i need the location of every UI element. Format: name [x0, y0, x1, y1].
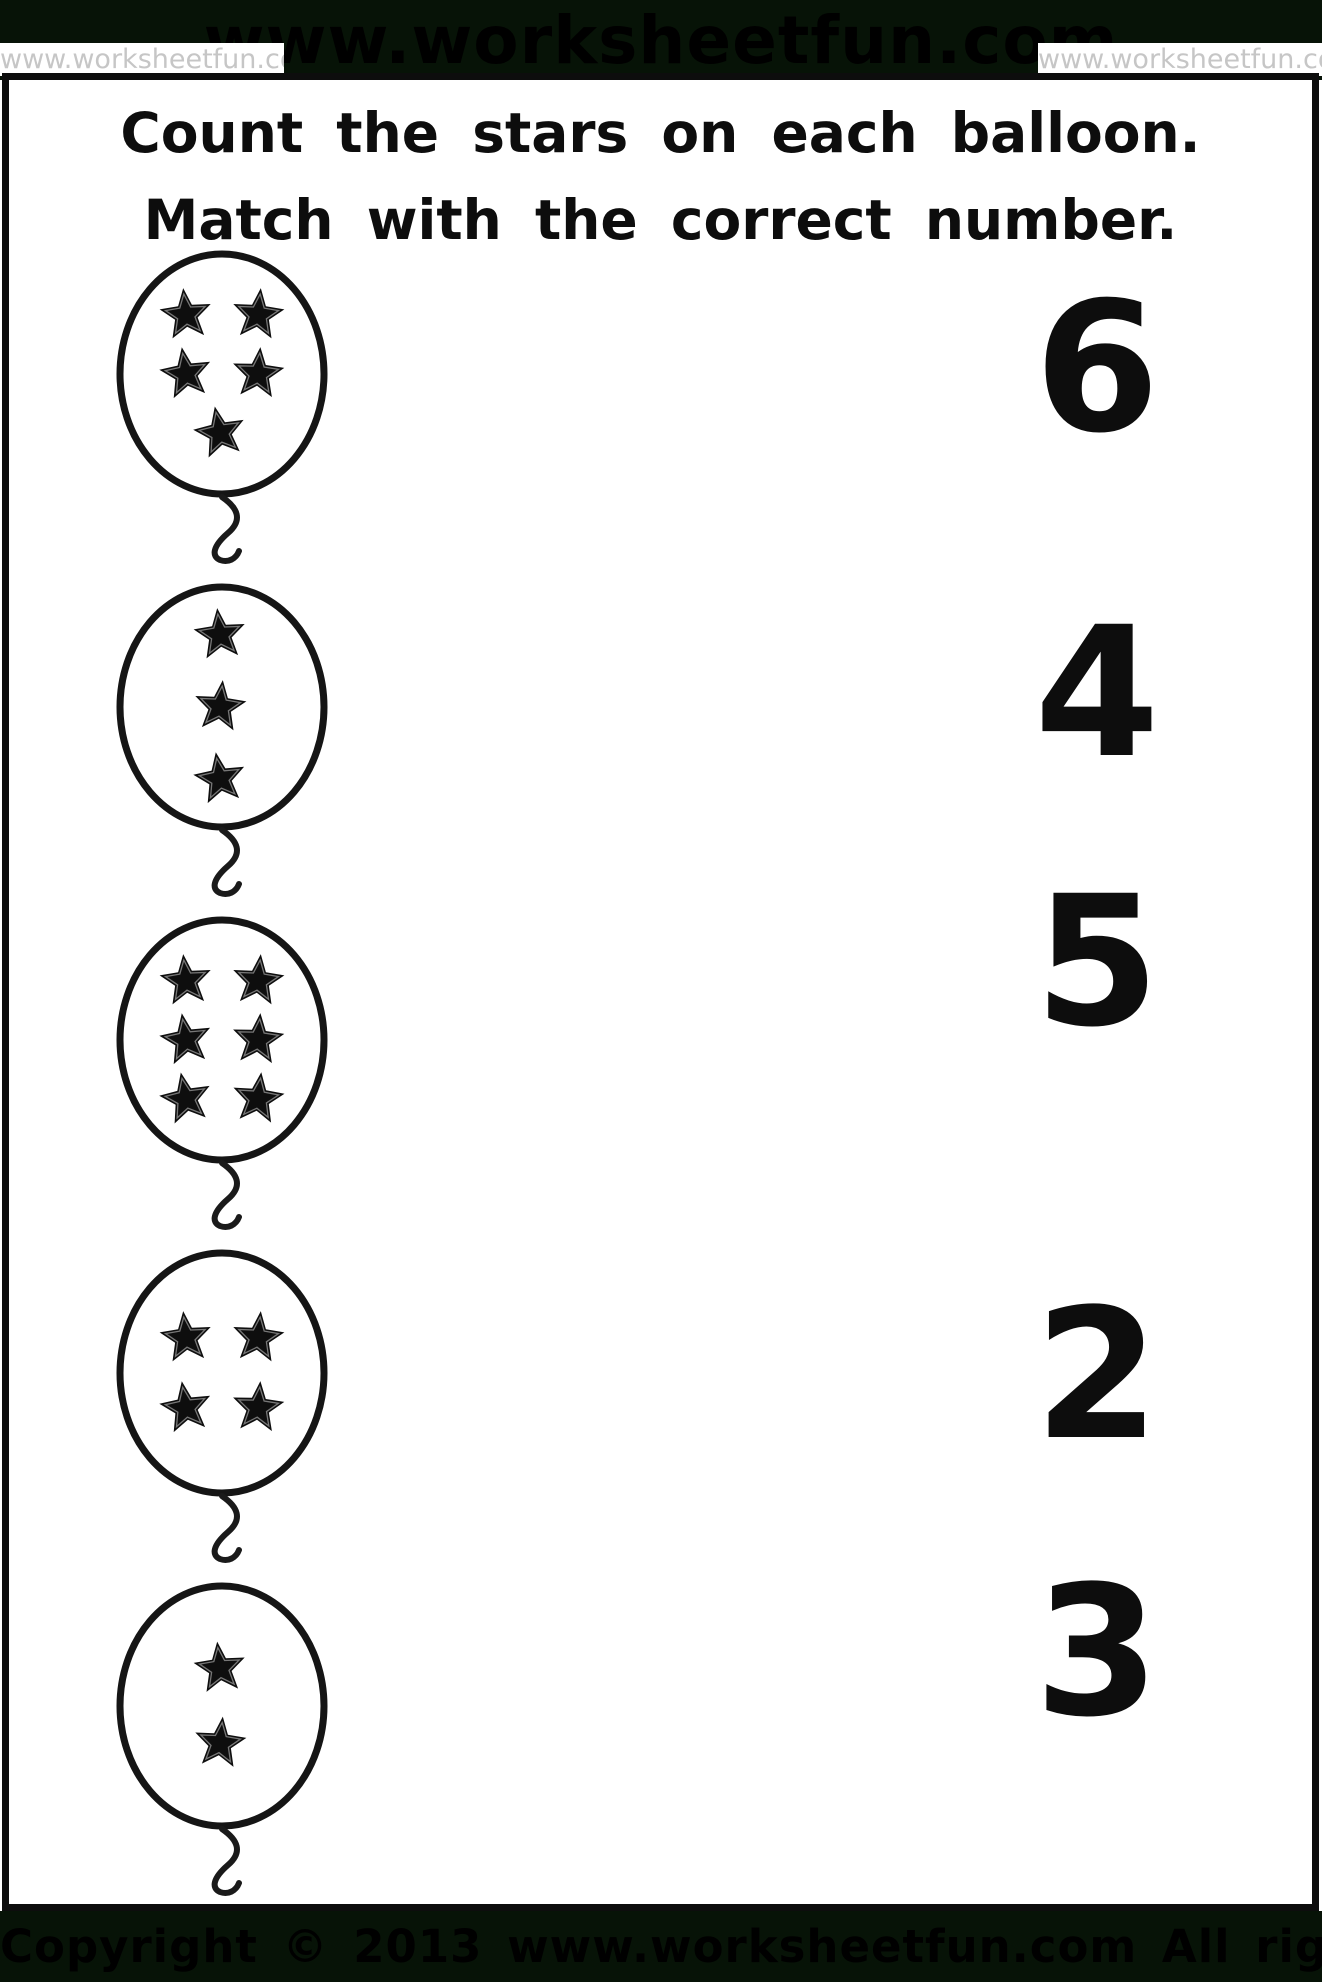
- balloon-outline: [116, 250, 328, 498]
- worksheet-frame: Count the stars on each balloon. Match w…: [2, 73, 1319, 1911]
- match-number[interactable]: 3: [1034, 1548, 1160, 1757]
- balloon-outline: [116, 1582, 328, 1830]
- star-icon: [159, 347, 211, 399]
- balloon-outline: [116, 1249, 328, 1497]
- star-icon: [233, 288, 285, 339]
- worksheet-row: 5: [9, 873, 1312, 1252]
- star-icon: [159, 1311, 211, 1362]
- copyright-text: Copyright © 2013 www.worksheetfun.com Al…: [0, 1920, 1322, 1973]
- star-icon: [233, 954, 285, 1005]
- worksheet-row: 4: [9, 583, 1312, 919]
- star-icon: [193, 752, 245, 804]
- star-icon: [159, 1072, 210, 1124]
- star-icon: [159, 1381, 211, 1433]
- balloon[interactable]: [112, 1579, 332, 1897]
- watermark-right-text: www.worksheetfun.com: [1038, 44, 1322, 75]
- star-icon: [233, 347, 285, 398]
- star-icon: [233, 1381, 285, 1432]
- star-icon: [233, 1311, 285, 1362]
- balloon-string: [211, 494, 242, 564]
- worksheet-row: 3: [9, 1563, 1312, 1918]
- star-icon: [195, 680, 247, 731]
- star-icon: [159, 288, 211, 339]
- star-icon: [159, 1013, 211, 1065]
- worksheet-row: 6: [9, 250, 1312, 586]
- watermark-center: www.worksheetfun.com: [203, 2, 1119, 79]
- instruction-line-1: Count the stars on each balloon.: [120, 101, 1201, 165]
- star-icon: [195, 1716, 247, 1767]
- star-icon: [193, 608, 245, 659]
- balloon[interactable]: [112, 1246, 332, 1564]
- instructions: Count the stars on each balloon. Match w…: [9, 90, 1312, 264]
- watermark-left-text: www.worksheetfun.com: [0, 44, 284, 75]
- watermark-box-left: www.worksheetfun.com: [0, 43, 284, 76]
- match-number[interactable]: 5: [1034, 858, 1160, 1067]
- worksheet-row: 2: [9, 1249, 1312, 1585]
- star-icon: [193, 406, 244, 458]
- match-number[interactable]: 4: [1034, 589, 1160, 798]
- balloon[interactable]: [112, 580, 332, 898]
- star-icon: [233, 1013, 285, 1064]
- match-number[interactable]: 2: [1034, 1271, 1160, 1480]
- instruction-line-2: Match with the correct number.: [143, 188, 1178, 252]
- match-number[interactable]: 6: [1034, 264, 1160, 473]
- balloon[interactable]: [112, 247, 332, 565]
- balloon-string: [211, 1826, 242, 1896]
- balloon-string: [211, 1493, 242, 1563]
- balloon-string: [211, 827, 242, 897]
- balloon-string: [211, 1160, 242, 1230]
- star-icon: [159, 954, 211, 1005]
- star-icon: [233, 1072, 285, 1123]
- balloon[interactable]: [112, 913, 332, 1231]
- balloon-outline: [116, 916, 328, 1164]
- bottom-copyright-band: [0, 1911, 1322, 1982]
- watermark-box-right: www.worksheetfun.com: [1038, 43, 1322, 76]
- star-icon: [193, 1641, 245, 1692]
